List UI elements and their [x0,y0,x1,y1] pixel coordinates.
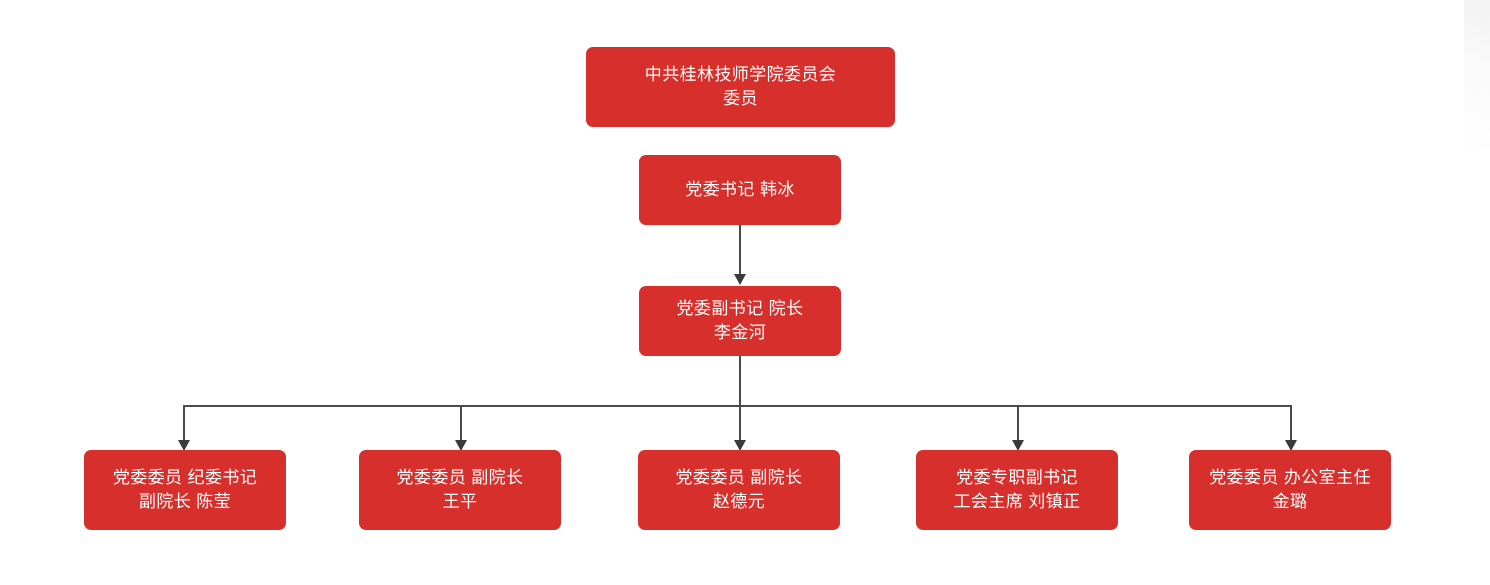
node-member-jinlu-label: 党委委员 办公室主任 金璐 [1209,467,1371,511]
node-party-secretary-label: 党委书记 韩冰 [685,179,795,199]
node-member-chenying-label: 党委委员 纪委书记 副院长 陈莹 [112,467,258,511]
node-party-secretary[interactable]: 党委书记 韩冰 [639,155,841,225]
connector-drop-member-1 [183,405,185,443]
node-member-zhaodeyuan-label: 党委委员 副院长 赵德元 [675,467,803,511]
node-deputy-secretary-president[interactable]: 党委副书记 院长 李金河 [639,286,841,356]
page-edge-shading [1464,0,1490,150]
connector-secretary-to-president [739,225,741,277]
node-member-liuzhenzheng[interactable]: 党委专职副书记 工会主席 刘镇正 [916,450,1118,530]
node-member-liuzhenzheng-label: 党委专职副书记 工会主席 刘镇正 [953,467,1081,511]
node-member-wangping[interactable]: 党委委员 副院长 王平 [359,450,561,530]
connector-president-stem [739,356,741,407]
connector-drop-member-3 [739,405,741,443]
node-member-jinlu[interactable]: 党委委员 办公室主任 金璐 [1189,450,1391,530]
node-committee-label: 中共桂林技师学院委员会 委员 [644,64,837,108]
connector-drop-member-4 [1017,405,1019,443]
node-deputy-secretary-president-label: 党委副书记 院长 李金河 [676,298,804,342]
connector-drop-member-2 [460,405,462,443]
connector-member-bus [183,405,1291,407]
arrowhead-member-3 [734,440,746,451]
arrowhead-member-1 [178,440,190,451]
connector-drop-member-5 [1290,405,1292,443]
node-committee[interactable]: 中共桂林技师学院委员会 委员 [586,47,895,127]
node-member-wangping-label: 党委委员 副院长 王平 [396,467,524,511]
arrowhead-to-president [734,274,746,285]
node-member-zhaodeyuan[interactable]: 党委委员 副院长 赵德元 [638,450,840,530]
arrowhead-member-5 [1285,440,1297,451]
arrowhead-member-2 [455,440,467,451]
arrowhead-member-4 [1012,440,1024,451]
node-member-chenying[interactable]: 党委委员 纪委书记 副院长 陈莹 [84,450,286,530]
